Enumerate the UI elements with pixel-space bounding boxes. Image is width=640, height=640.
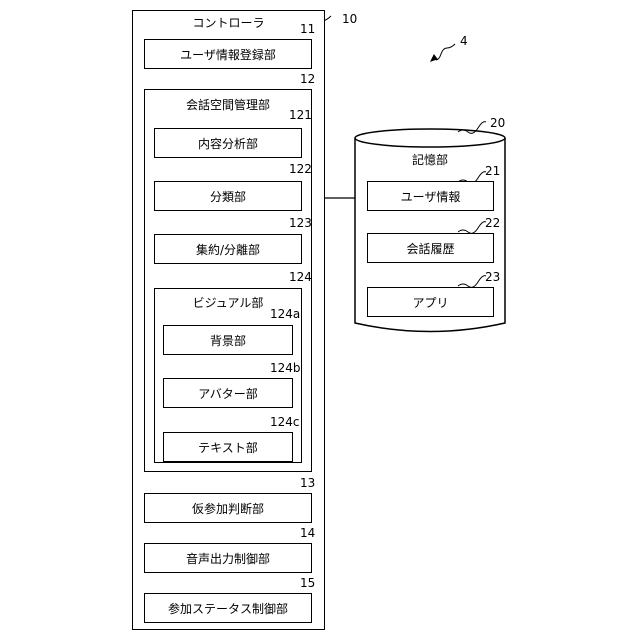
leader-23 [458, 276, 486, 288]
provisional-judgment-box: 仮参加判断部 [144, 493, 312, 523]
user-info-box: ユーザ情報 [367, 181, 494, 211]
ref-20: 20 [490, 116, 505, 130]
storage-title: 記憶部 [355, 151, 505, 168]
ref-22: 22 [485, 216, 500, 230]
ref-13: 13 [300, 476, 315, 490]
content-analysis-box: 内容分析部 [154, 128, 302, 158]
ref-12: 12 [300, 72, 315, 86]
avatar-box: アバター部 [163, 378, 293, 408]
ref-21: 21 [485, 164, 500, 178]
audio-output-control-box: 音声出力制御部 [144, 543, 312, 573]
leader-22 [458, 222, 486, 234]
aggregate-separate-box: 集約/分離部 [154, 234, 302, 264]
ref-124a: 124a [270, 307, 300, 321]
background-box: 背景部 [163, 325, 293, 355]
ref-122: 122 [289, 162, 312, 176]
conversation-history-box: 会話履歴 [367, 233, 494, 263]
leader-20 [458, 122, 486, 134]
controller-ref: 10 [342, 12, 357, 26]
conversation-space-title: 会話空間管理部 [144, 96, 312, 113]
ref-23: 23 [485, 270, 500, 284]
app-box: アプリ [367, 287, 494, 317]
user-info-registration-box: ユーザ情報登録部 [144, 39, 312, 69]
ref-123: 123 [289, 216, 312, 230]
text-box: テキスト部 [163, 432, 293, 462]
participation-status-control-box: 参加ステータス制御部 [144, 593, 312, 623]
classification-box: 分類部 [154, 181, 302, 211]
ref-14: 14 [300, 526, 315, 540]
ref-124c: 124c [270, 415, 300, 429]
ref-15: 15 [300, 576, 315, 590]
ref-11: 11 [300, 22, 315, 36]
ref-121: 121 [289, 108, 312, 122]
controller-title: コントローラ [132, 14, 325, 31]
ref-124: 124 [289, 270, 312, 284]
figure-arrow [431, 44, 455, 61]
figure-ref: 4 [460, 34, 468, 48]
ref-124b: 124b [270, 361, 301, 375]
